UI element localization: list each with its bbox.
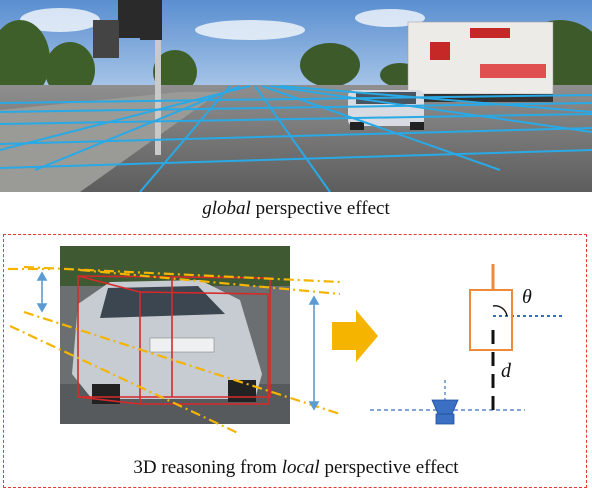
camera-icon	[431, 380, 459, 425]
birds-eye-schematic	[370, 264, 565, 425]
distance-label: d	[501, 360, 511, 382]
traffic-light-pole	[93, 0, 162, 155]
local-caption-emph: local	[281, 457, 320, 478]
global-caption-emph: global	[202, 198, 251, 219]
clouds	[20, 8, 425, 40]
local-caption-suffix: perspective effect	[319, 457, 459, 478]
transform-arrow	[332, 310, 378, 362]
truck	[407, 21, 554, 102]
perspective-dash-lines	[8, 265, 341, 435]
global-caption: global perspective effect	[0, 198, 592, 220]
height-arrows	[36, 271, 320, 411]
local-caption-prefix: 3D reasoning from	[133, 457, 282, 478]
perspective-grid-lines	[0, 85, 592, 192]
3d-bounding-box	[77, 275, 271, 405]
local-perspective-panel	[3, 234, 587, 488]
car-ahead	[348, 90, 424, 130]
global-caption-rest: perspective effect	[250, 198, 390, 219]
road-scene-image	[0, 0, 592, 192]
theta-label: θ	[522, 286, 532, 308]
local-caption: 3D reasoning from local perspective effe…	[0, 457, 592, 479]
trees-left	[0, 20, 197, 100]
local-perspective-diagram	[8, 246, 565, 435]
